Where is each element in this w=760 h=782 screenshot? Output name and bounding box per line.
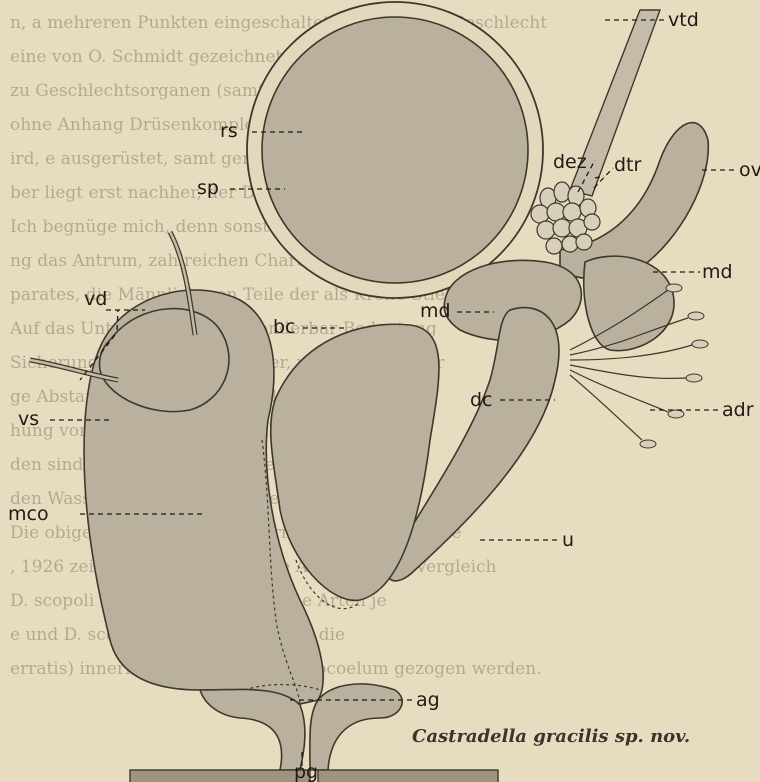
label-bc: bc xyxy=(273,316,296,338)
figure-caption: Castradella gracilis sp. nov. xyxy=(412,726,690,747)
label-md-right: md xyxy=(702,261,733,283)
label-vd: vd xyxy=(84,288,107,310)
label-dc: dc xyxy=(470,389,493,411)
body-wall-left xyxy=(130,770,310,782)
genital-atrium-right xyxy=(310,684,402,770)
label-mco: mco xyxy=(8,503,49,525)
body-wall-right xyxy=(318,770,498,782)
label-vtd: vtd xyxy=(668,9,699,31)
label-adr: adr xyxy=(722,399,754,421)
label-vs: vs xyxy=(18,408,39,430)
receptaculum-seminis xyxy=(247,2,543,298)
label-dtr: dtr xyxy=(614,154,642,176)
label-sp: sp xyxy=(197,177,219,199)
label-md-center: md xyxy=(420,300,451,322)
label-rs: rs xyxy=(220,120,238,142)
label-pg: pg xyxy=(294,761,318,782)
label-dez: dez xyxy=(553,151,587,173)
label-ag: ag xyxy=(416,689,440,711)
genital-atrium xyxy=(200,689,305,770)
label-u: u xyxy=(562,529,574,551)
label-ov: ov xyxy=(739,159,760,181)
right-bursa xyxy=(584,256,674,351)
